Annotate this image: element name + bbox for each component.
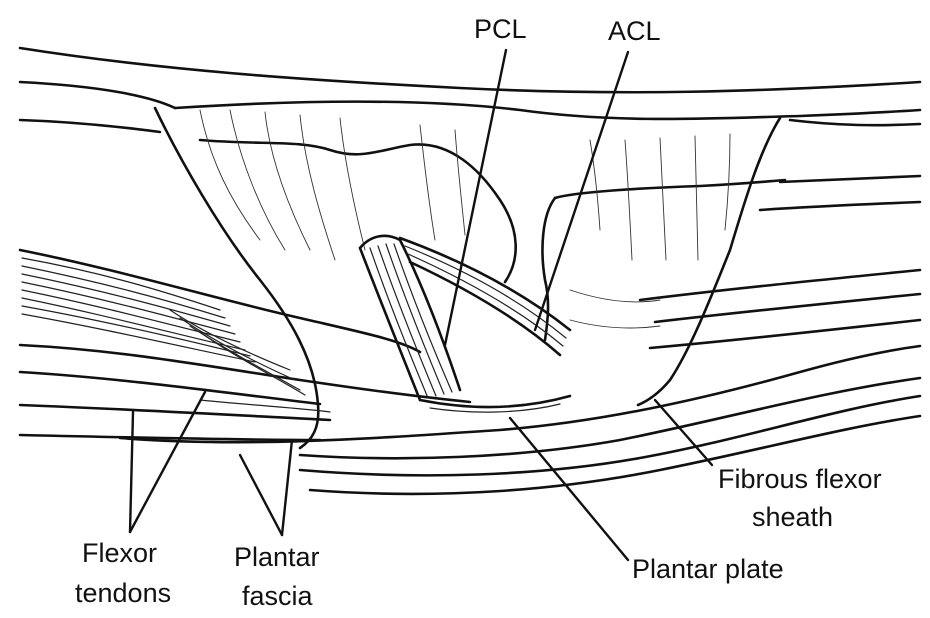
leader-lines <box>130 50 712 560</box>
flexor-tendons-leader-1 <box>130 412 133 532</box>
flexor-tendons-leader-2 <box>130 392 205 532</box>
plantar-fascia-leader-2 <box>282 440 292 535</box>
plantar-fascia-label-line2: fascia <box>242 581 314 611</box>
bone-outlines <box>20 48 920 210</box>
collateral-ligaments <box>360 236 570 412</box>
fibrous-flexor-sheath-label-line2: sheath <box>752 502 833 532</box>
fibrous-flexor-sheath-leader <box>655 400 712 465</box>
flexor-tendons-label-line2: tendons <box>75 578 171 608</box>
pcl-label: PCL <box>474 14 527 44</box>
plantar-fascia-label-line1: Plantar <box>234 542 320 572</box>
flexor-tendon-bands <box>20 250 920 494</box>
flexor-tendons-label-line1: Flexor <box>82 538 157 568</box>
plantar-plate-label: Plantar plate <box>632 554 784 584</box>
acl-label: ACL <box>608 16 661 46</box>
tendon-fibers <box>22 258 330 412</box>
plantar-fascia-leader-1 <box>240 455 282 535</box>
labels: PCL ACL Fibrous flexor sheath Plantar pl… <box>75 14 882 611</box>
fibrous-flexor-sheath-label-line1: Fibrous flexor <box>718 464 882 494</box>
fibrous-flexor-sheath <box>155 108 785 448</box>
